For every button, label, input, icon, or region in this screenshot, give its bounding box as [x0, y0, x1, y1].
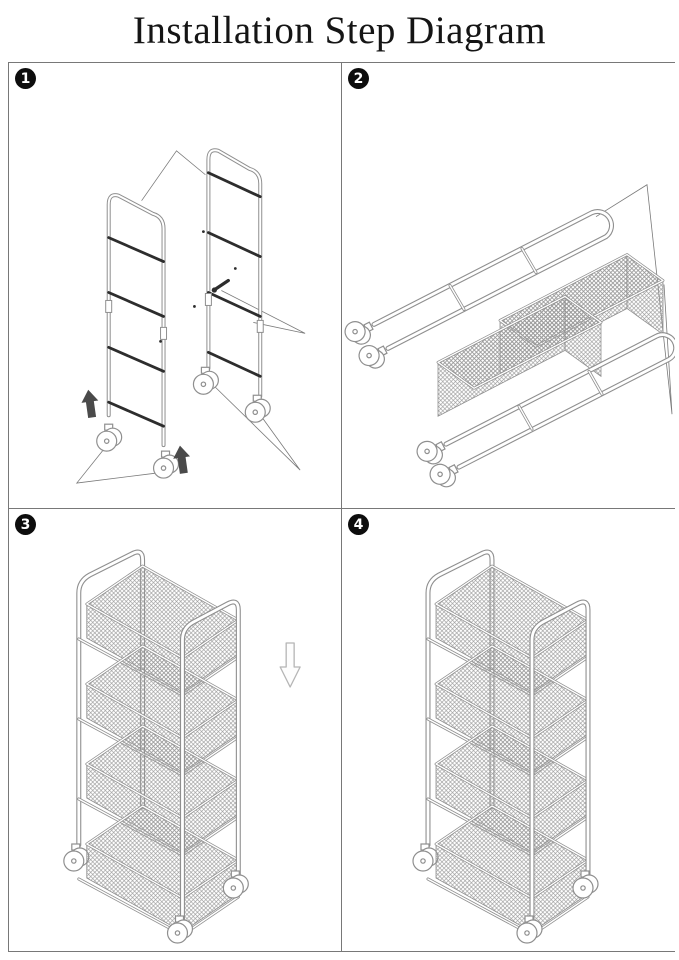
step-1-badge: 1 [15, 68, 36, 89]
step-2-badge: 2 [348, 68, 369, 89]
page-title: Installation Step Diagram [132, 9, 547, 52]
step-2-illustration [342, 184, 675, 493]
step-4-badge: 4 [348, 514, 369, 535]
step-1-illustration [75, 148, 306, 484]
step-3-illustration [9, 509, 301, 951]
side-frame-drawing [105, 193, 168, 448]
up-arrow-icon [79, 388, 101, 419]
mesh-basket [436, 295, 603, 417]
step-4-panel: 4 [342, 509, 675, 951]
side-frame-drawing [443, 332, 675, 470]
side-frame-drawing [371, 209, 614, 351]
step-3-badge: 3 [15, 514, 36, 535]
side-frame-drawing [204, 148, 264, 399]
step-3-panel: 3 [9, 509, 342, 951]
screw-icon [211, 278, 230, 293]
step-1-panel: 1 [9, 63, 342, 509]
down-arrow-icon [279, 642, 301, 688]
diagram-grid: 1 [8, 62, 675, 952]
step-4-illustration [342, 509, 675, 951]
step-2-panel: 2 [342, 63, 675, 509]
